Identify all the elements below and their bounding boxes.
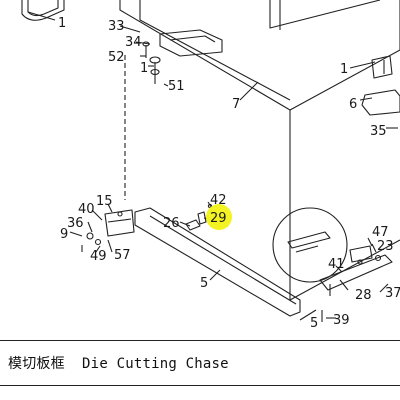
callout-33: 33 (108, 19, 125, 34)
side-bracket-6 (361, 89, 400, 116)
callout-1b: 1 (140, 61, 148, 76)
callout-1c: 1 (340, 62, 348, 77)
callout-15: 15 (96, 194, 113, 209)
caption-bar: 模切板框 Die Cutting Chase (0, 340, 400, 386)
callout-36: 36 (67, 216, 84, 231)
clamp-block (159, 29, 223, 57)
highlight-marker (206, 204, 232, 230)
callout-57: 57 (114, 248, 131, 263)
callout-47: 47 (372, 225, 389, 240)
callout-23: 23 (377, 239, 394, 254)
bottom-rail-5 (134, 207, 301, 317)
callout-6: 6 (349, 97, 357, 112)
diagram-caption: 模切板框 Die Cutting Chase (8, 356, 229, 372)
lower-right-parts (349, 245, 373, 263)
die-cutting-chase-diagram: 1 33 34 52 1 51 7 1 6 35 15 40 36 9 49 5… (21, 0, 400, 331)
callout-26: 26 (163, 216, 180, 231)
callout-52: 52 (108, 50, 125, 65)
callout-41: 41 (328, 257, 345, 272)
callout-42: 42 (210, 193, 227, 208)
detail-callout-circle (272, 207, 348, 283)
callout-28: 28 (355, 288, 372, 303)
callout-7: 7 (232, 97, 240, 112)
lower-left-bracket (104, 209, 135, 237)
callout-39: 39 (333, 313, 350, 328)
callout-37: 37 (385, 286, 400, 301)
callout-9: 9 (60, 227, 68, 242)
callout-40: 40 (78, 202, 95, 217)
callout-35: 35 (370, 124, 387, 139)
callout-51: 51 (168, 79, 185, 94)
callout-29: 29 (210, 211, 227, 226)
callout-34: 34 (125, 35, 142, 50)
callout-49: 49 (90, 249, 107, 264)
callout-1a: 1 (58, 16, 66, 31)
callout-5a: 5 (200, 276, 208, 291)
callout-5b: 5 (310, 316, 318, 331)
frame-top-face (119, 0, 400, 111)
frame-inner-edge (139, 0, 291, 101)
